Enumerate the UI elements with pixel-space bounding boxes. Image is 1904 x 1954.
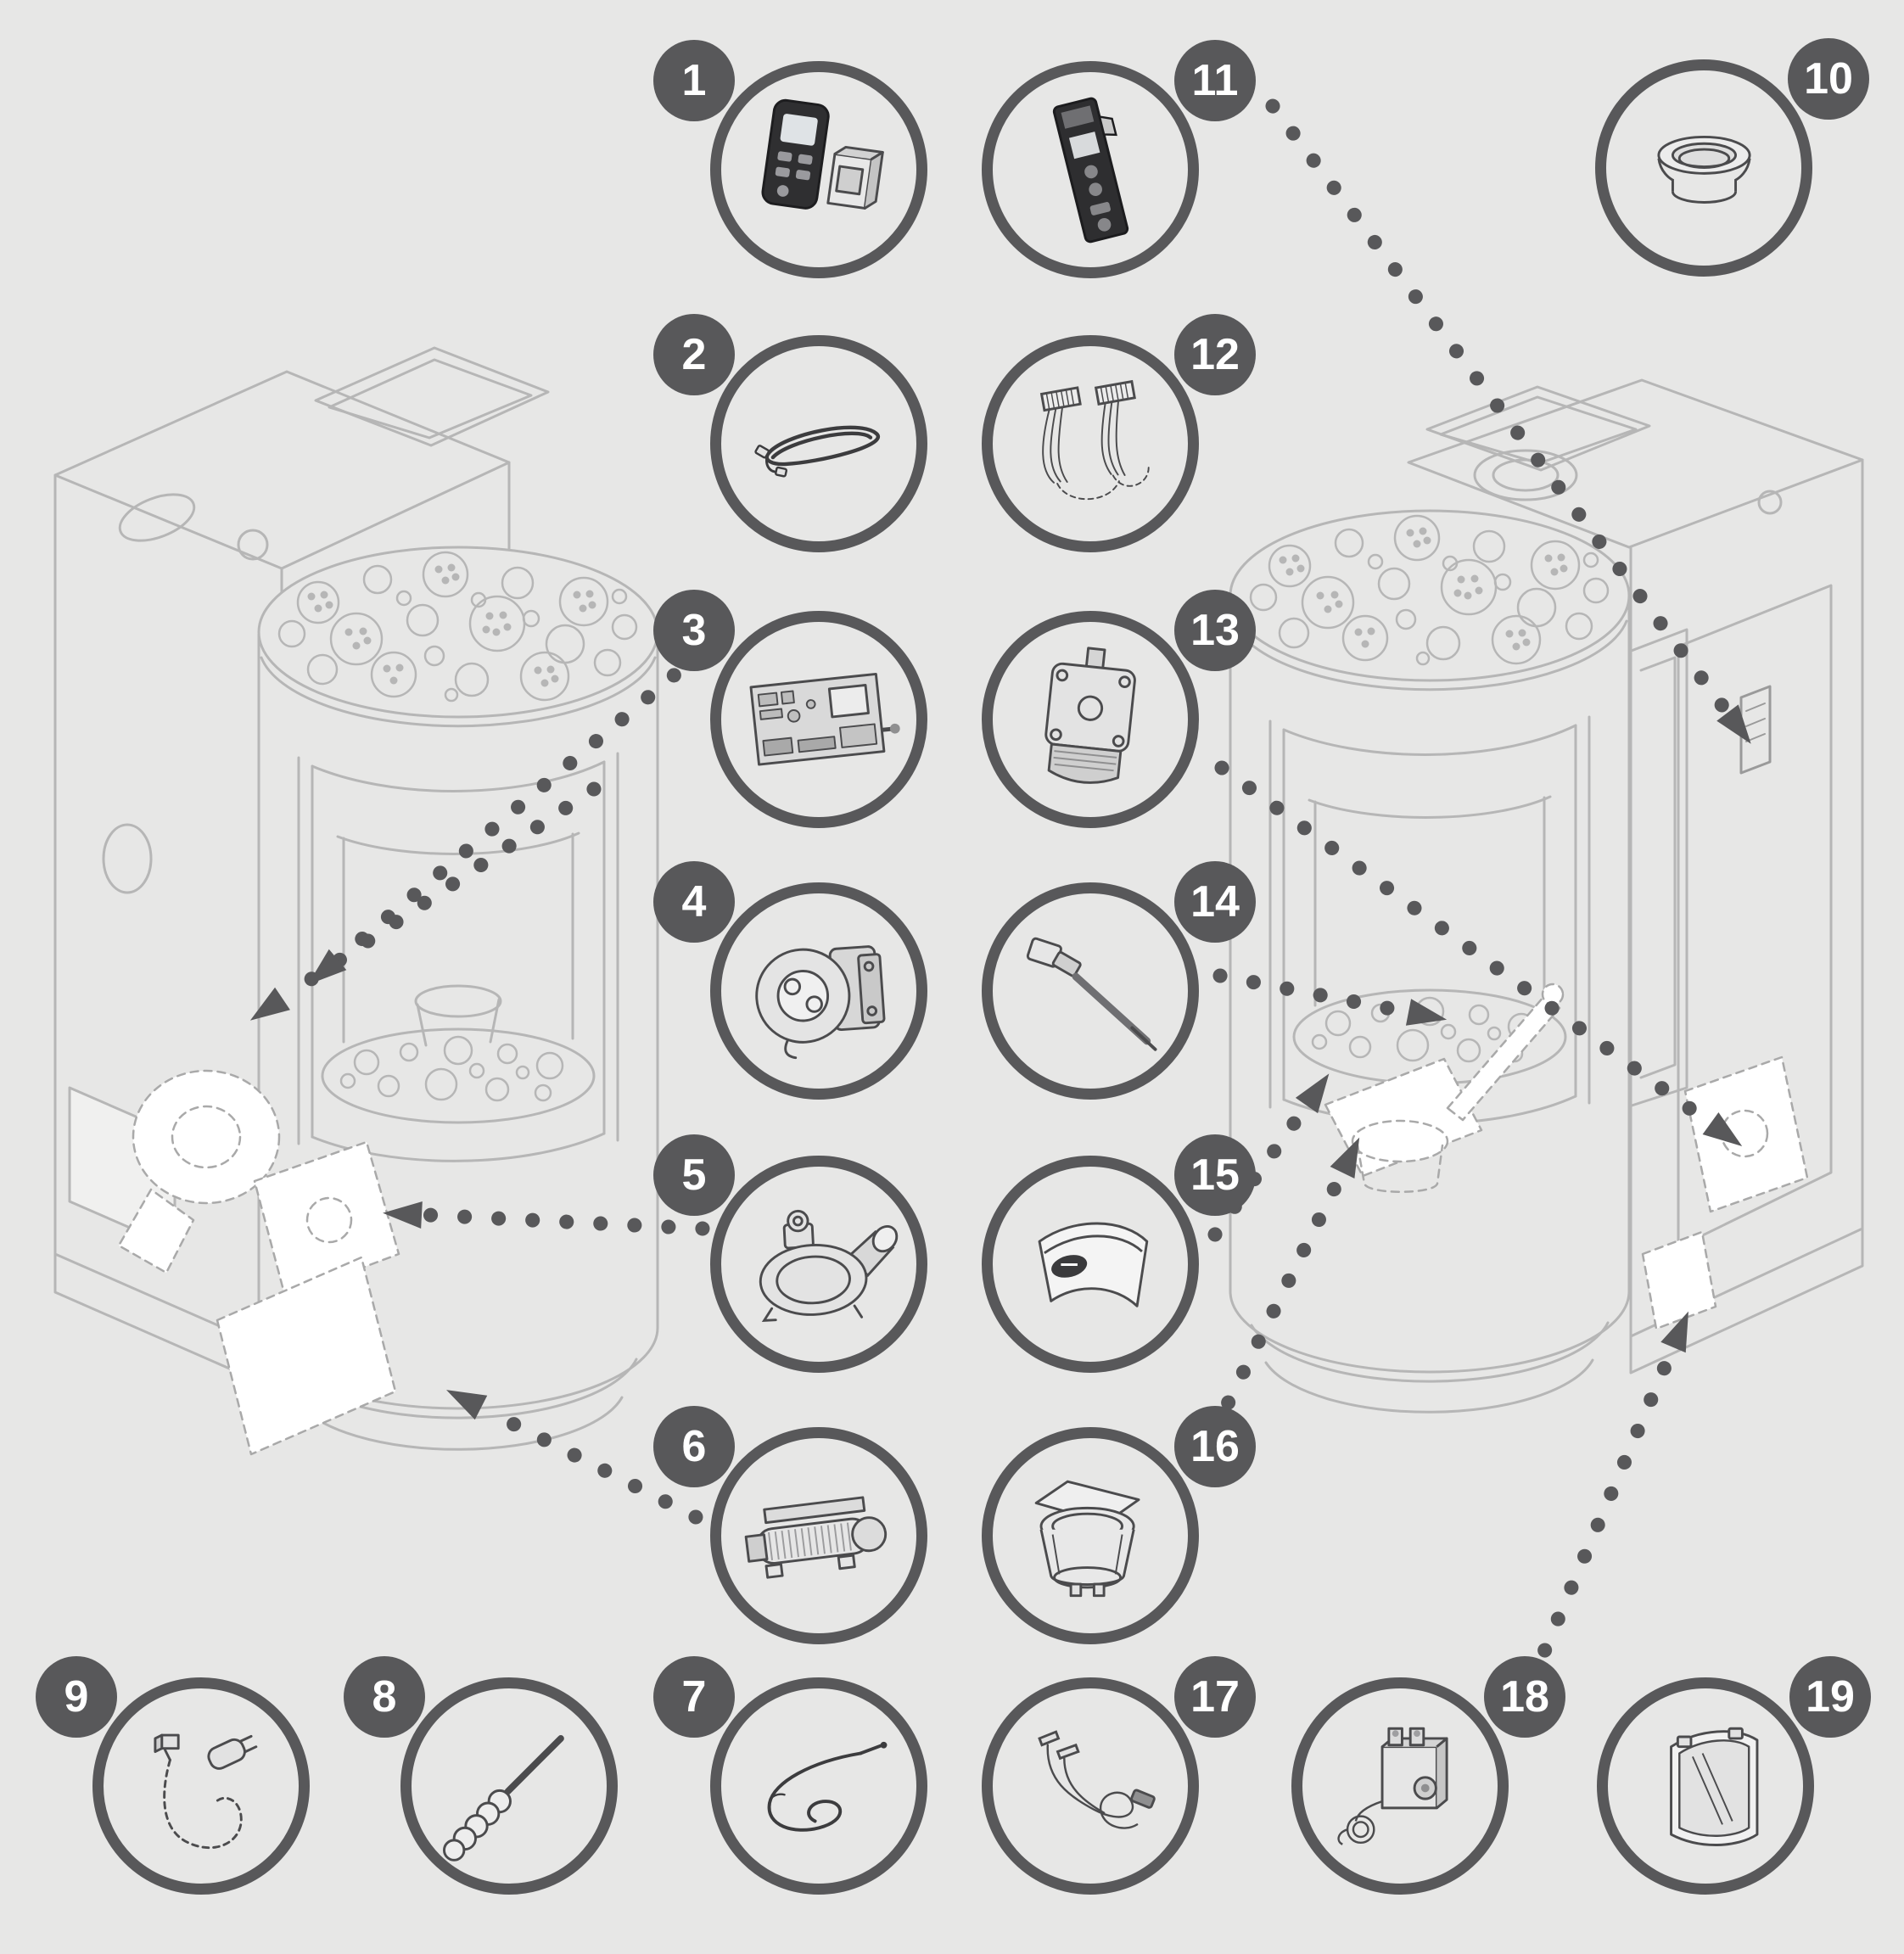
part-number-badge: 9 <box>36 1656 117 1738</box>
remote-control-icon <box>760 98 884 210</box>
thermocouple-icon <box>767 1741 887 1832</box>
part-number-badge: 7 <box>653 1656 735 1738</box>
part-number-badge: 13 <box>1174 590 1256 671</box>
door-gasket-icon <box>753 425 880 478</box>
part-number-badge: 6 <box>653 1406 735 1487</box>
part-number-badge: 11 <box>1174 40 1256 121</box>
part-circle-6: 6 <box>653 1406 927 1644</box>
part-circle-8: 8 <box>344 1656 618 1895</box>
control-panel-icon <box>1052 97 1128 243</box>
wiring-harness-icon <box>1039 379 1150 500</box>
right-cylinder-body <box>1229 509 1688 1414</box>
part-circle-12: 12 <box>982 314 1256 552</box>
part-number-badge: 17 <box>1174 1656 1256 1738</box>
part-circle-18: 18 <box>1291 1656 1565 1895</box>
part-circle-13: 13 <box>982 590 1256 828</box>
part-circle-14: 14 <box>982 861 1256 1100</box>
part-number-badge: 4 <box>653 861 735 943</box>
part-circle-17: 17 <box>982 1656 1256 1895</box>
left-stove-illustration <box>53 346 659 1456</box>
part-number-badge: 2 <box>653 314 735 395</box>
burn-pot-icon <box>1034 1480 1140 1597</box>
part-circle-10: 10 <box>1595 38 1869 277</box>
tangential-fan-icon <box>744 1495 887 1579</box>
part-circle-9: 9 <box>36 1656 310 1895</box>
part-number-badge: 8 <box>344 1656 425 1738</box>
circuit-board-icon <box>749 672 900 766</box>
spring-handle-icon <box>442 1734 564 1862</box>
part-circle-16: 16 <box>982 1406 1256 1644</box>
handle-band-icon <box>1038 1222 1148 1307</box>
part-number-badge: 1 <box>653 40 735 121</box>
auger-motor-icon <box>1044 646 1136 784</box>
part-number-badge: 14 <box>1174 861 1256 943</box>
feed-motor-icon <box>754 944 885 1059</box>
part-number-badge: 12 <box>1174 314 1256 395</box>
part-number-badge: 18 <box>1484 1656 1565 1738</box>
temperature-sensor-icon <box>1037 1729 1156 1829</box>
part-circle-2: 2 <box>653 314 927 552</box>
part-number-badge: 5 <box>653 1134 735 1216</box>
glass-door-icon <box>1669 1727 1758 1846</box>
part-circle-1: 1 <box>653 40 927 278</box>
part-circle-5: 5 <box>653 1134 927 1373</box>
part-number-badge: 15 <box>1174 1134 1256 1216</box>
flue-collar-icon <box>1656 135 1751 204</box>
part-number-badge: 10 <box>1788 38 1869 120</box>
part-circle-15: 15 <box>982 1134 1256 1373</box>
smoke-fan-icon <box>759 1209 898 1322</box>
part-circle-3: 3 <box>653 590 927 828</box>
part-circle-7: 7 <box>653 1656 927 1895</box>
part-number-badge: 16 <box>1174 1406 1256 1487</box>
part-circle-19: 19 <box>1597 1656 1871 1895</box>
left-highlighted-parts <box>117 1069 400 1456</box>
thermostat-icon <box>1336 1727 1448 1845</box>
part-number-badge: 3 <box>653 590 735 671</box>
right-stove-illustration <box>1229 378 1864 1414</box>
part-number-badge: 19 <box>1789 1656 1871 1738</box>
igniter-icon <box>1026 937 1156 1051</box>
part-circle-11: 11 <box>982 40 1256 278</box>
part-circle-4: 4 <box>653 861 927 1100</box>
power-cord-icon <box>153 1733 257 1849</box>
